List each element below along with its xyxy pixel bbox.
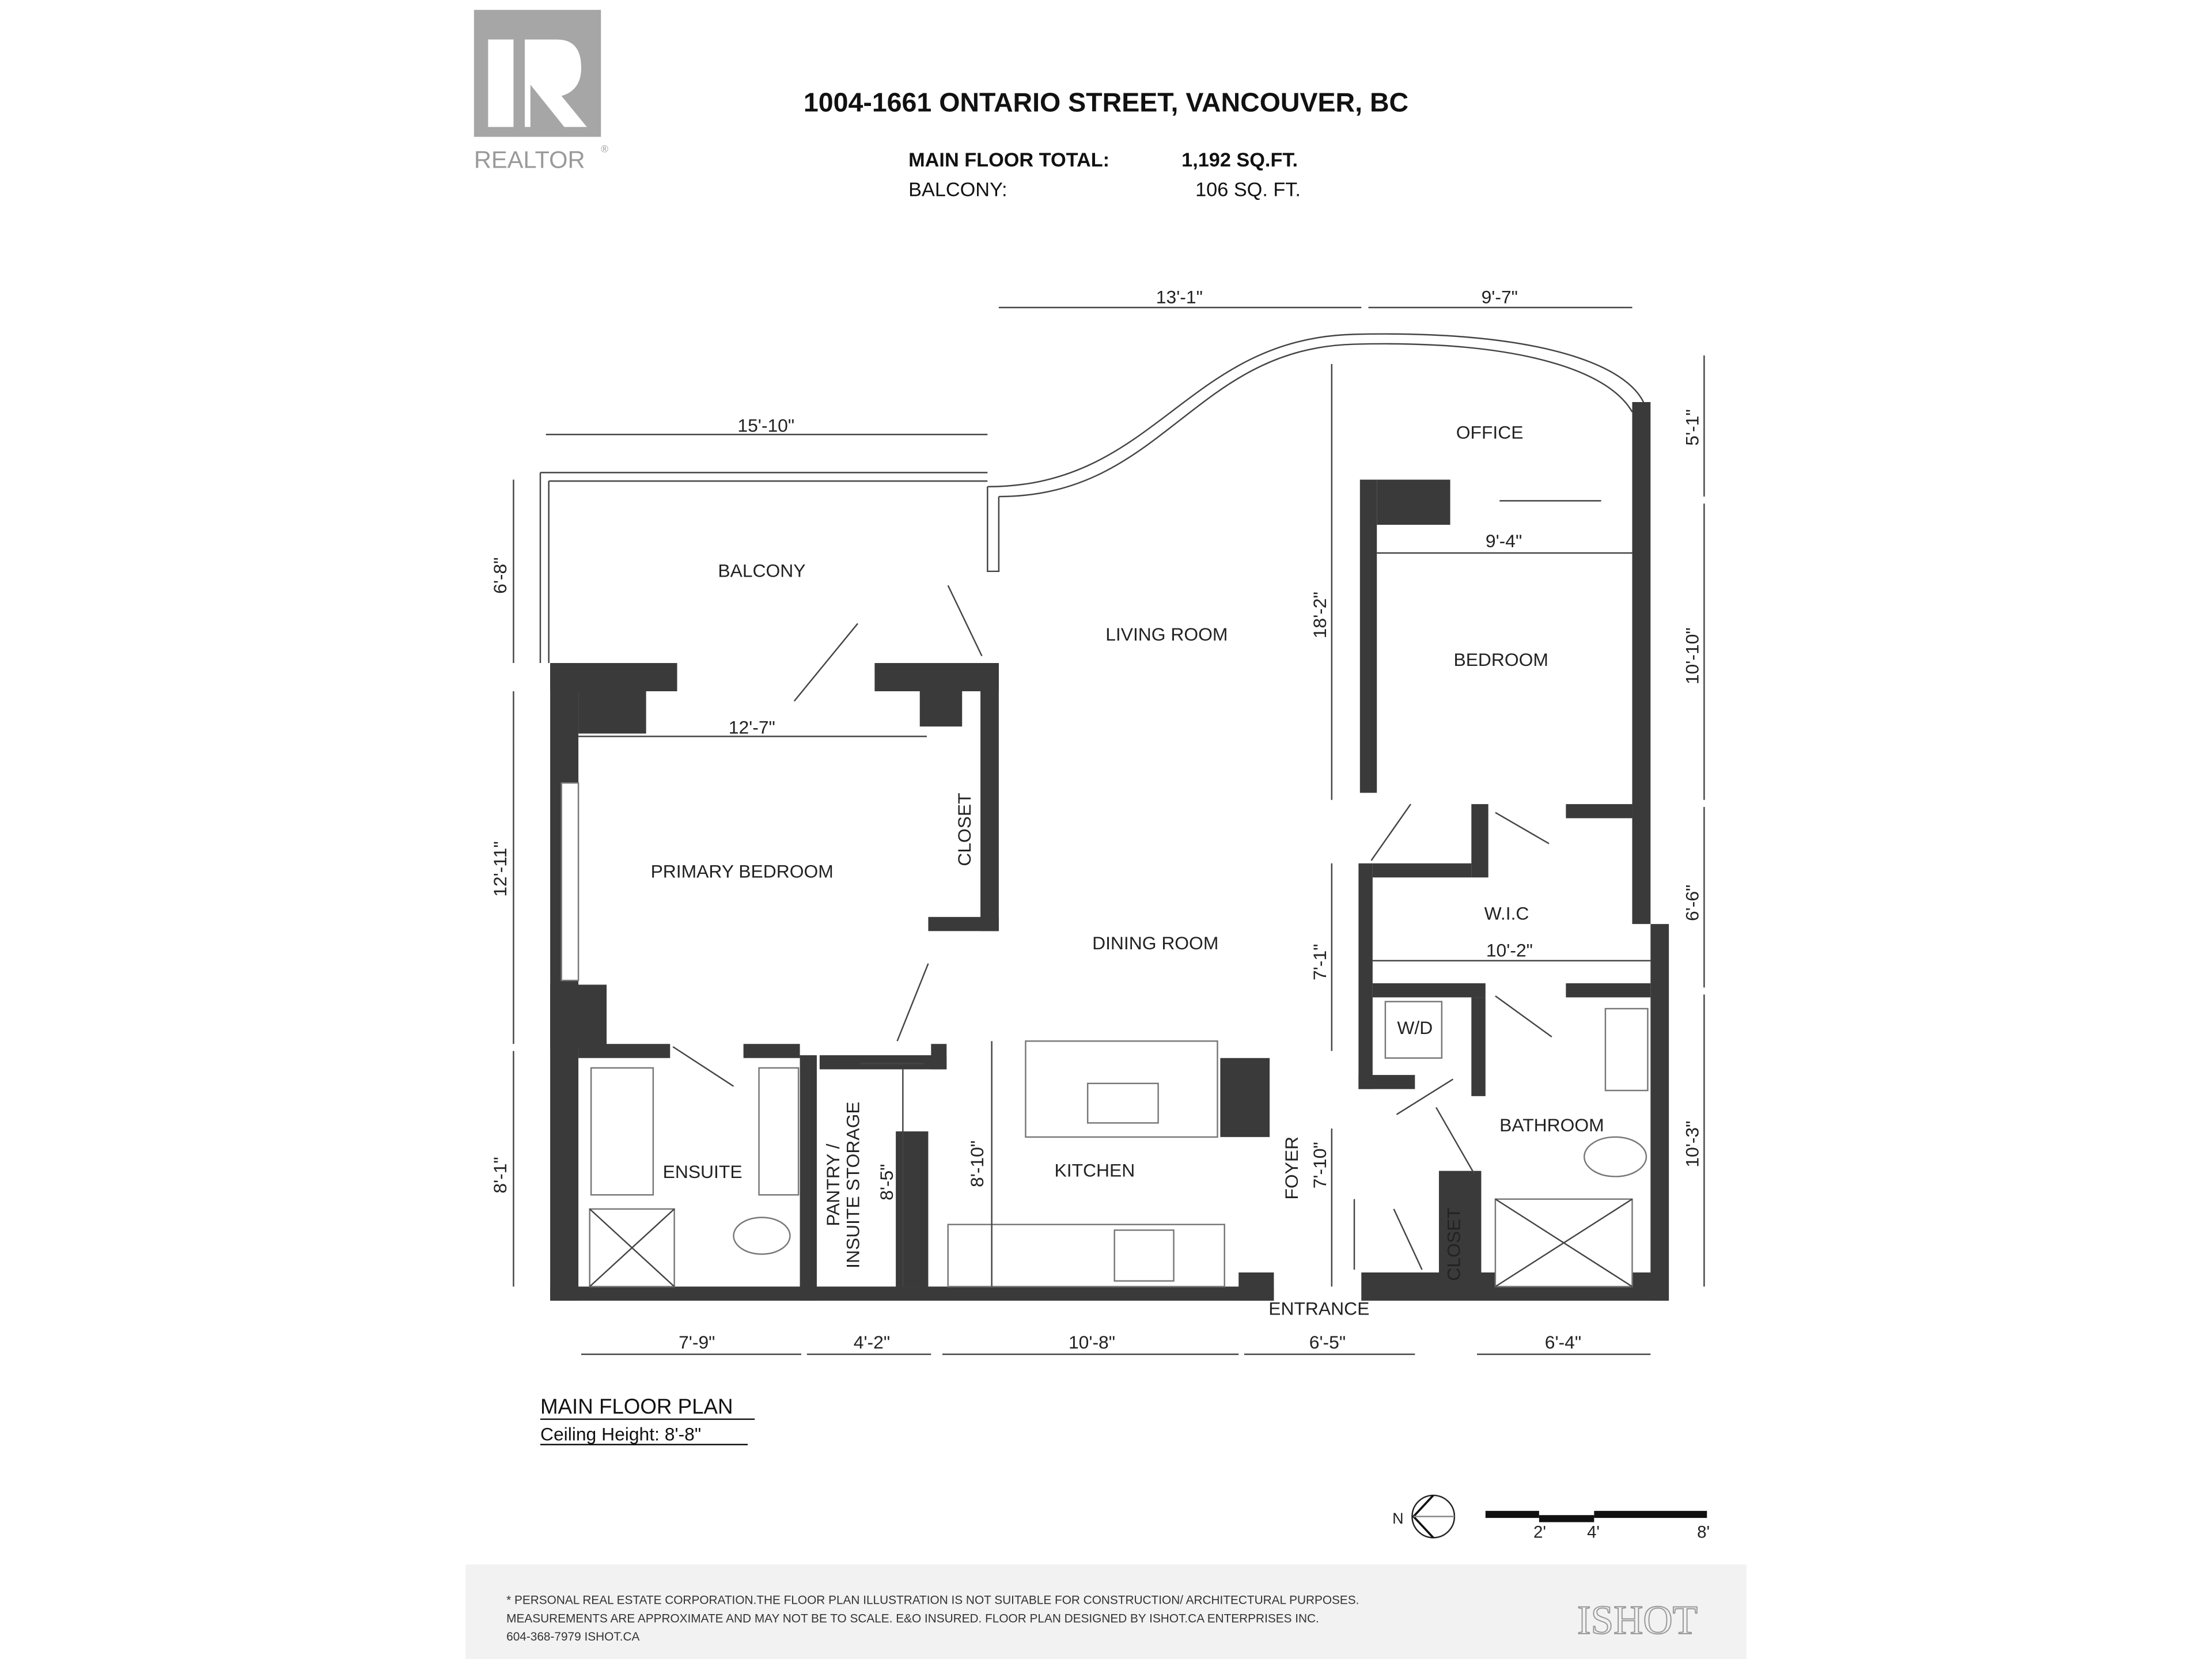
footer-contact: 604-368-7979 ISHOT.CA bbox=[506, 1630, 639, 1643]
ceiling-height: Ceiling Height: 8'-8" bbox=[540, 1423, 701, 1444]
room-label-wic: W.I.C bbox=[1484, 903, 1529, 924]
scale-bar: 2' 4' 8' bbox=[1485, 1510, 1710, 1541]
dim-bath-right: 10'-3" bbox=[1682, 1121, 1703, 1168]
area-label-main: MAIN FLOOR TOTAL: bbox=[908, 149, 1109, 171]
room-label-wd: W/D bbox=[1397, 1017, 1433, 1038]
area-value-balcony: 106 SQ. FT. bbox=[1195, 179, 1301, 200]
ishot-logo: ISHOT bbox=[1577, 1598, 1698, 1643]
area-value-main: 1,192 SQ.FT. bbox=[1181, 149, 1298, 171]
dim-foyer-depth: 7'-10" bbox=[1309, 1142, 1330, 1188]
dim-top-living: 13'-1" bbox=[1156, 287, 1203, 308]
room-label-living: LIVING ROOM bbox=[1105, 624, 1228, 645]
dim-office-bedroom-left: 18'-2" bbox=[1309, 592, 1330, 638]
room-label-office: OFFICE bbox=[1456, 422, 1524, 443]
plan-title: MAIN FLOOR PLAN bbox=[540, 1395, 733, 1418]
dimension-lines bbox=[513, 306, 1705, 1355]
dim-office-right: 5'-1" bbox=[1682, 409, 1703, 445]
realtor-wordmark: REALTOR bbox=[474, 146, 585, 173]
address-title: 1004-1661 ONTARIO STREET, VANCOUVER, BC bbox=[804, 87, 1408, 117]
dim-primary-left: 12'-11" bbox=[490, 841, 510, 896]
dim-bottom-pantry: 4'-2" bbox=[854, 1332, 890, 1353]
room-label-dining: DINING ROOM bbox=[1092, 933, 1218, 953]
room-label-primary-bedroom: PRIMARY BEDROOM bbox=[651, 861, 834, 881]
walls bbox=[550, 402, 1669, 1301]
doors bbox=[672, 500, 1601, 1270]
dim-top-office: 9'-7" bbox=[1482, 287, 1518, 308]
room-label-balcony: BALCONY bbox=[718, 560, 805, 581]
dim-kitchen-depth: 8'-10" bbox=[967, 1141, 987, 1187]
dim-bedroom-width: 9'-4" bbox=[1486, 531, 1522, 551]
room-label-ensuite: ENSUITE bbox=[663, 1161, 743, 1182]
dim-balcony-depth: 6'-8" bbox=[490, 557, 510, 593]
fixtures bbox=[560, 782, 1649, 1287]
room-label-kitchen: KITCHEN bbox=[1055, 1160, 1135, 1180]
dim-balcony-width: 15'-10" bbox=[737, 415, 794, 435]
dim-bottom-kitchen: 10'-8" bbox=[1069, 1332, 1115, 1353]
dim-wic-left: 7'-1" bbox=[1309, 944, 1330, 980]
scale-tick: 8' bbox=[1697, 1522, 1710, 1541]
room-label-entrance: ENTRANCE bbox=[1268, 1298, 1369, 1319]
svg-text:®: ® bbox=[601, 143, 608, 154]
dim-primary-width: 12'-7" bbox=[729, 717, 775, 737]
dimension-labels: 13'-1" 9'-7" 15'-10" 6'-8" 5'-1" 9'-4" 1… bbox=[490, 287, 1702, 1353]
dim-wic-width: 10'-2" bbox=[1486, 940, 1533, 960]
dim-bottom-entrance: 6'-5" bbox=[1309, 1332, 1346, 1353]
room-label-pantry-storage: INSUITE STORAGE bbox=[842, 1101, 863, 1268]
room-label-pantry: PANTRY / bbox=[823, 1143, 843, 1226]
room-label-bathroom: BATHROOM bbox=[1499, 1115, 1604, 1135]
dim-bottom-ensuite: 7'-9" bbox=[679, 1332, 715, 1353]
dim-pantry-depth: 8'-5" bbox=[876, 1164, 897, 1200]
scale-tick: 2' bbox=[1533, 1522, 1546, 1541]
footer-disclaimer-1: * PERSONAL REAL ESTATE CORPORATION.THE F… bbox=[506, 1593, 1359, 1607]
realtor-logo: REALTOR ® bbox=[474, 10, 608, 173]
dim-bedroom-right: 10'-10" bbox=[1682, 627, 1703, 684]
room-label-bedroom: BEDROOM bbox=[1453, 649, 1548, 670]
footer-disclaimer-2: MEASUREMENTS ARE APPROXIMATE AND MAY NOT… bbox=[506, 1612, 1319, 1625]
room-label-closet-entry: CLOSET bbox=[1444, 1207, 1464, 1281]
dim-wic-right: 6'-6" bbox=[1682, 885, 1703, 921]
north-arrow-icon: N bbox=[1392, 1494, 1456, 1539]
balcony-outline bbox=[539, 333, 1645, 664]
footer-band bbox=[465, 1564, 1747, 1659]
room-label-closet: CLOSET bbox=[954, 793, 975, 866]
room-label-foyer: FOYER bbox=[1281, 1137, 1302, 1200]
dim-ensuite-left: 8'-1" bbox=[490, 1157, 510, 1193]
north-label: N bbox=[1392, 1510, 1403, 1527]
scale-tick: 4' bbox=[1587, 1522, 1600, 1541]
dim-bottom-bath: 6'-4" bbox=[1545, 1332, 1581, 1353]
area-label-balcony: BALCONY: bbox=[908, 179, 1007, 200]
